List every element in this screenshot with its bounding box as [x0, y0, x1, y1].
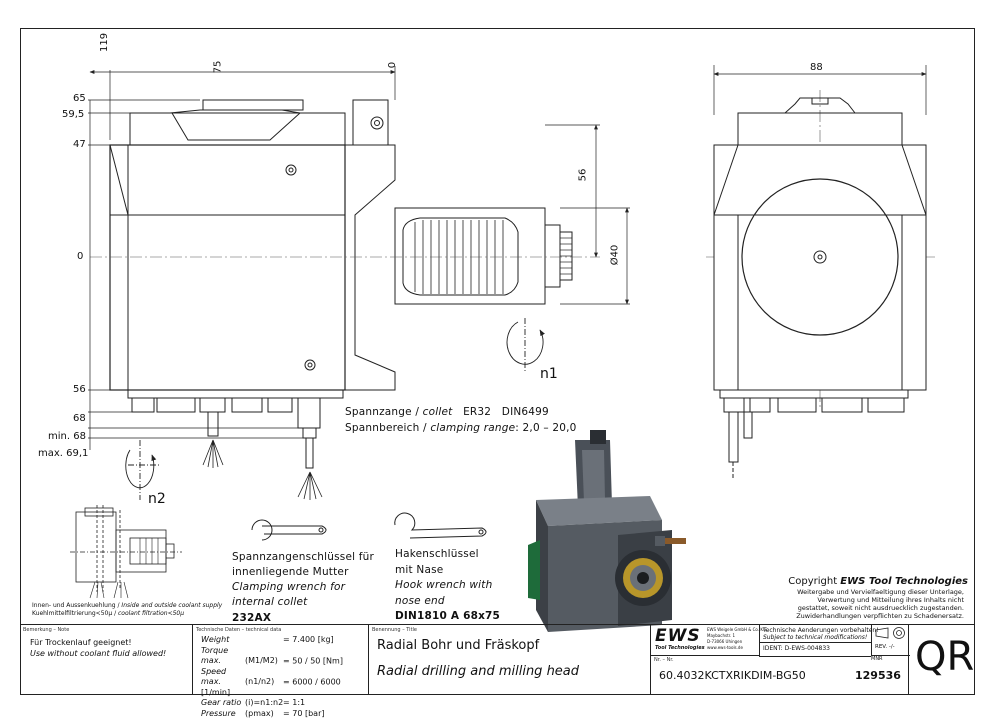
- logo-subtitle: Tool Technologies: [655, 646, 705, 651]
- wrench1-de2: innenliegende Mutter: [232, 567, 349, 578]
- wrench1-code: 232AX: [232, 613, 271, 624]
- front-view: [110, 100, 572, 500]
- collet-spec-line2: Spannbereich / clamping range: 2,0 – 20,…: [345, 423, 577, 434]
- dim-65: 65: [73, 94, 86, 104]
- wrench1-en2: internal collet: [232, 597, 307, 608]
- tech-table: Weight= 7.400 [kg] Torque max.(M1/M2)= 5…: [201, 635, 368, 719]
- tech-row: Gear ratio(i)=n1:n2= 1:1: [201, 698, 368, 709]
- dim-59-5: 59,5: [62, 110, 84, 120]
- side-view: [714, 65, 926, 480]
- dim-d40: Ø40: [610, 245, 620, 266]
- wrench1-en1: Clamping wrench for: [232, 582, 345, 593]
- label-n2: n2: [148, 492, 166, 506]
- wrench2-en1: Hook wrench with: [395, 580, 492, 591]
- copyright-title: Copyright EWS Tool Technologies: [788, 577, 968, 587]
- company-city: D-73066 Uhingen: [707, 640, 742, 644]
- title-block: Bemerkung – Note Für Trockenlauf geeigne…: [20, 624, 975, 695]
- dim-119: 119: [100, 33, 110, 52]
- ident-number: IDENT: D-EWS-004833: [763, 646, 830, 652]
- projection-box: [871, 625, 910, 656]
- wrench2-en2: nose end: [395, 596, 445, 607]
- logo-box: EWS Tool Technologies EWS Weigele GmbH &…: [651, 625, 760, 656]
- qr-cell: QR: [908, 625, 975, 695]
- ews-logo: EWS: [655, 628, 701, 645]
- company-street: Maybachstr. 1: [707, 634, 735, 638]
- note-en: Use without coolant fluid allowed!: [30, 650, 166, 658]
- tech-data-cell: Technische Daten – technical data Weight…: [192, 625, 368, 695]
- dim-max69-1: max. 69,1: [38, 449, 88, 459]
- mnr-caption: MNR: [871, 657, 883, 662]
- title-caption: Benennung – Title: [372, 627, 417, 633]
- wrench2-de1: Hakenschlüssel: [395, 549, 479, 560]
- projection-symbol-icon: [872, 625, 910, 642]
- revision: REV. -/-: [875, 645, 895, 651]
- company-cell: EWS Tool Technologies EWS Weigele GmbH &…: [650, 625, 908, 695]
- dim-75: 75: [213, 61, 223, 74]
- dim-56-left: 56: [73, 385, 86, 395]
- mnr-number: 129536: [855, 670, 901, 681]
- clamping-wrench-sketch: [252, 520, 326, 540]
- title-cell: Benennung – Title Radial Bohr und Fräsko…: [368, 625, 650, 695]
- label-n1: n1: [540, 367, 558, 381]
- tech-row: Speed max.(n1/n2)= 6000 / 6000 [1/min]: [201, 667, 368, 699]
- company-web: www.ews-tools.de: [707, 646, 743, 650]
- dim-0-left: 0: [77, 252, 83, 262]
- hook-wrench-sketch: [395, 513, 486, 538]
- tech-row: Weight= 7.400 [kg]: [201, 635, 368, 646]
- part-number-row: Nr. – Nr. 60.4032KCTXRIKDIM-BG50 MNR 129…: [651, 655, 909, 696]
- qr-code: QR: [915, 637, 974, 677]
- dim-min68: min. 68: [48, 432, 86, 442]
- dim-56-right: 56: [578, 169, 588, 182]
- coolant-section-sketch: [70, 505, 182, 598]
- wrench2-code: DIN1810 A 68x75: [395, 611, 500, 622]
- tech-caption: Technische Daten – technical data: [196, 627, 281, 633]
- dim-68: 68: [73, 414, 86, 424]
- copyright-line2: Verwertung und Mitteilung ihres Inhalts …: [817, 597, 964, 604]
- change-note-en: Subject to technical modifications!: [763, 635, 867, 641]
- copyright-line3: gestattet, soweit nicht ausdruecklich zu…: [798, 605, 964, 612]
- copyright-line1: Weitergabe und Vervielfaeltigung dieser …: [797, 589, 964, 596]
- drawing-title-de: Radial Bohr und Fräskopf: [377, 639, 539, 652]
- nr-caption: Nr. – Nr.: [654, 657, 674, 663]
- coolant-note: Innen- und Aussenkuehlung / Inside and o…: [32, 603, 222, 609]
- note-cell: Bemerkung – Note Für Trockenlauf geeigne…: [20, 625, 192, 695]
- wrench1-de1: Spannzangenschlüssel für: [232, 552, 374, 563]
- wrench2-de2: mit Nase: [395, 565, 443, 576]
- tech-row: Pressure(pmax)= 70 [bar]: [201, 709, 368, 719]
- note-de: Für Trockenlauf geeignet!: [30, 639, 132, 647]
- dim-88: 88: [810, 63, 823, 73]
- drawing-title-en: Radial drilling and milling head: [377, 665, 579, 678]
- coolant-filter-note: Kuehlmittelfiltrierung<50μ / coolant fil…: [32, 611, 184, 617]
- part-number: 60.4032KCTXRIKDIM-BG50: [659, 670, 806, 681]
- collet-spec-line1: Spannzange / collet ER32 DIN6499: [345, 407, 549, 418]
- dim-0-top: 0: [388, 62, 398, 68]
- tech-row: Torque max.(M1/M2)= 50 / 50 [Nm]: [201, 646, 368, 667]
- copyright-line4: Zuwiderhandlungen verpflichten zu Schade…: [796, 613, 964, 620]
- dim-47: 47: [73, 140, 86, 150]
- product-render: [528, 430, 686, 632]
- company-name: EWS Weigele GmbH & Co. KG: [707, 628, 766, 632]
- note-caption: Bemerkung – Note: [23, 627, 69, 633]
